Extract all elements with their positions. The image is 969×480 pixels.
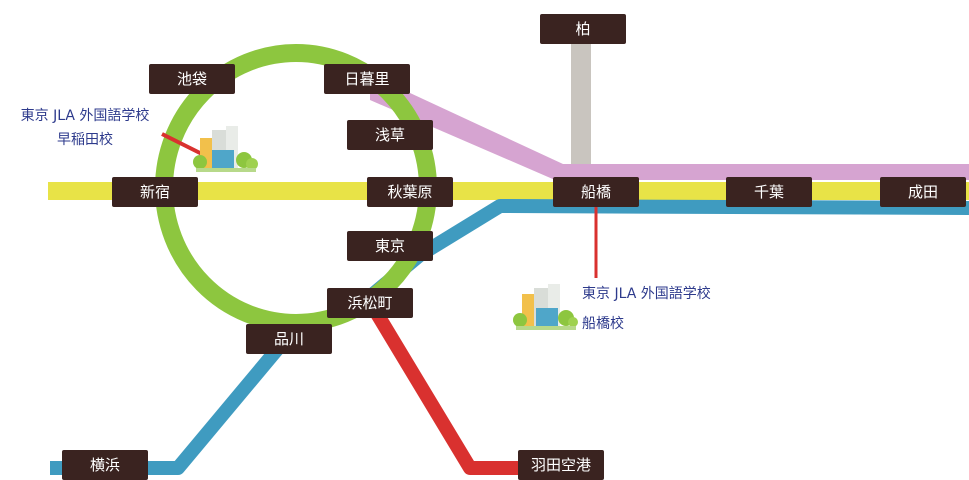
station-haneda[interactable]: 羽田空港: [518, 450, 604, 480]
station-nippori[interactable]: 日暮里: [324, 64, 410, 94]
joban-line: [571, 42, 591, 170]
school-building-icon: [193, 126, 258, 172]
school-label-funabashi: 東京 JLA 外国語学校 船橋校: [582, 282, 711, 336]
station-akihabara[interactable]: 秋葉原: [367, 177, 453, 207]
school-name: 東京 JLA 外国語学校: [582, 286, 711, 302]
station-shinagawa[interactable]: 品川: [246, 324, 332, 354]
school-label-waseda: 東京 JLA 外国語学校 早稲田校: [10, 104, 160, 152]
school-building-icon: [513, 284, 578, 330]
keikyu-red-line: [370, 308, 520, 475]
keisei-pink-line: [370, 86, 969, 180]
school-branch: 船橋校: [582, 316, 624, 332]
station-yokohama[interactable]: 横浜: [62, 450, 148, 480]
station-asakusa[interactable]: 浅草: [347, 120, 433, 150]
station-ikebukuro[interactable]: 池袋: [149, 64, 235, 94]
school-name: 東京 JLA 外国語学校: [20, 108, 150, 124]
station-narita[interactable]: 成田: [880, 177, 966, 207]
station-kashiwa[interactable]: 柏: [540, 14, 626, 44]
station-tokyo[interactable]: 東京: [347, 231, 433, 261]
station-shinjuku[interactable]: 新宿: [112, 177, 198, 207]
keisei-blue-line: [50, 199, 969, 475]
station-chiba[interactable]: 千葉: [726, 177, 812, 207]
station-hamamatsucho[interactable]: 浜松町: [327, 288, 413, 318]
school-branch: 早稲田校: [57, 132, 113, 148]
station-funabashi[interactable]: 船橋: [553, 177, 639, 207]
